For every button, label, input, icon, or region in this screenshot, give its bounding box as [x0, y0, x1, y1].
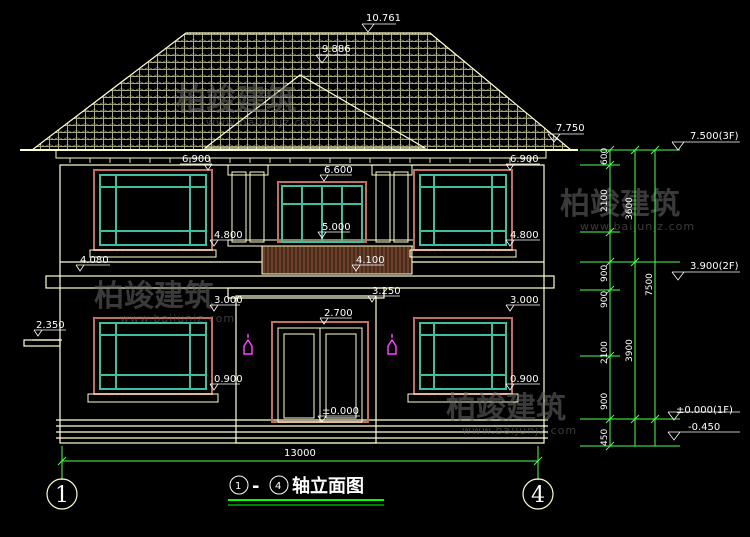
svg-text:1: 1 — [235, 481, 241, 492]
width-dim-label: 13000 — [284, 448, 316, 459]
svg-text:9.886: 9.886 — [322, 44, 351, 55]
door-2f — [277, 181, 367, 243]
svg-text:7.500(3F): 7.500(3F) — [690, 131, 739, 142]
elev-2f-door: 6.600 — [319, 165, 353, 182]
svg-text:10.761: 10.761 — [366, 13, 401, 24]
svg-text:1: 1 — [55, 483, 69, 508]
window-2f-right — [409, 169, 517, 258]
svg-text:4.800: 4.800 — [214, 230, 243, 241]
svg-text:轴立面图: 轴立面图 — [292, 475, 364, 497]
svg-text:4: 4 — [531, 483, 545, 508]
svg-text:4: 4 — [275, 481, 281, 492]
svg-text:www.baijunjz.com: www.baijunjz.com — [462, 424, 577, 437]
elev-2f-sill-right: 6.900 — [505, 154, 540, 171]
elev-1f-wintop-right: 3.000 — [505, 295, 540, 312]
drawing-title: 1 - 4 轴立面图 — [228, 475, 384, 506]
svg-text:2100: 2100 — [600, 341, 610, 364]
svg-text:www.baijunjz.com: www.baijunjz.com — [206, 116, 321, 129]
svg-text:600: 600 — [600, 148, 610, 165]
svg-text:柏竣建筑: 柏竣建筑 — [176, 83, 296, 118]
elev-1f-floor: ±0.000 — [317, 406, 360, 423]
svg-text:7500: 7500 — [645, 273, 655, 296]
svg-text:4.800: 4.800 — [510, 230, 539, 241]
elev-band-left: 4.080 — [75, 255, 110, 272]
svg-text:www.baijunjz.com: www.baijunjz.com — [580, 220, 695, 233]
svg-text:4.080: 4.080 — [80, 255, 109, 266]
elev-1f-winbottom-right: 0.900 — [505, 374, 540, 391]
elev-1f-wintop-left: 3.000 — [209, 295, 243, 312]
svg-text:6.600: 6.600 — [324, 165, 353, 176]
window-1f-left — [87, 317, 219, 403]
elev-ridge: 10.761 — [361, 13, 401, 33]
axis-bubble-4: 4 — [522, 478, 554, 510]
right-level-markers: 7.500(3F) 3.900(2F) ±0.000(1F) -0.450 — [667, 131, 740, 441]
window-2f-left — [89, 169, 217, 258]
watermark-4: 柏竣建筑 www.baijunjz.com — [446, 391, 577, 437]
window-1f-right — [407, 317, 519, 403]
vertical-dim-labels: 600 2100 900 900 2100 900 450 3600 3900 … — [600, 148, 655, 446]
svg-text:-0.450: -0.450 — [688, 422, 720, 433]
watermark-1: 柏竣建筑 www.baijunjz.com — [176, 83, 321, 129]
svg-text:3.900(2F): 3.900(2F) — [690, 261, 739, 272]
svg-text:柏竣建筑: 柏竣建筑 — [446, 391, 566, 426]
elev-porch-roof: 2.350 — [33, 320, 66, 337]
wall-lamp-left — [243, 334, 253, 355]
elev-balcony-bottom: 4.100 — [351, 255, 385, 272]
svg-text:www.baijunjz.com: www.baijunjz.com — [120, 312, 235, 325]
elev-1f-door: 2.700 — [319, 308, 353, 325]
building-walls — [23, 164, 555, 444]
elev-1f-winbottom-left: 0.900 — [209, 374, 243, 391]
elev-2f-sill-left: 6.900 — [180, 154, 213, 171]
svg-text:2.350: 2.350 — [36, 320, 65, 331]
svg-text:900: 900 — [600, 291, 610, 308]
elev-2f-winbottom-right: 4.800 — [505, 230, 540, 247]
width-dimension — [57, 446, 543, 480]
eave-brackets — [69, 158, 531, 163]
svg-text:5.000: 5.000 — [322, 222, 351, 233]
svg-text:0.900: 0.900 — [214, 374, 243, 385]
svg-text:柏竣建筑: 柏竣建筑 — [94, 279, 214, 314]
svg-text:柏竣建筑: 柏竣建筑 — [560, 187, 680, 222]
axis-bubble-1: 1 — [46, 478, 78, 510]
vertical-dimensions — [580, 145, 680, 451]
svg-text:±0.000: ±0.000 — [322, 406, 359, 417]
elev-canopy: 3.250 — [367, 286, 401, 303]
svg-text:4.100: 4.100 — [356, 255, 385, 266]
main-roof — [20, 32, 578, 163]
svg-text:3600: 3600 — [625, 197, 635, 220]
elev-eave: 7.750 — [547, 123, 585, 143]
svg-text:6.900: 6.900 — [182, 154, 211, 165]
elev-2f-winbottom-left: 4.800 — [209, 230, 243, 247]
svg-text:±0.000(1F): ±0.000(1F) — [676, 405, 733, 416]
svg-text:-: - — [252, 476, 259, 497]
svg-text:900: 900 — [600, 393, 610, 410]
svg-text:3900: 3900 — [625, 339, 635, 362]
svg-text:2.700: 2.700 — [324, 308, 353, 319]
svg-text:2100: 2100 — [600, 189, 610, 212]
svg-text:7.750: 7.750 — [556, 123, 585, 134]
svg-text:900: 900 — [600, 265, 610, 282]
watermark-2: 柏竣建筑 www.baijunjz.com — [94, 279, 235, 325]
svg-text:0.900: 0.900 — [510, 374, 539, 385]
elev-gable: 9.886 — [315, 44, 351, 64]
svg-text:3.250: 3.250 — [372, 286, 401, 297]
svg-text:6.900: 6.900 — [510, 154, 539, 165]
svg-text:450: 450 — [600, 429, 610, 446]
balcony-railing — [261, 245, 413, 275]
elev-balcony-top: 5.000 — [317, 222, 351, 239]
svg-text:3.000: 3.000 — [214, 295, 243, 306]
door-1f — [271, 321, 369, 423]
watermark-3: 柏竣建筑 www.baijunjz.com — [560, 187, 695, 233]
wall-lamp-right — [387, 334, 397, 355]
svg-text:3.000: 3.000 — [510, 295, 539, 306]
